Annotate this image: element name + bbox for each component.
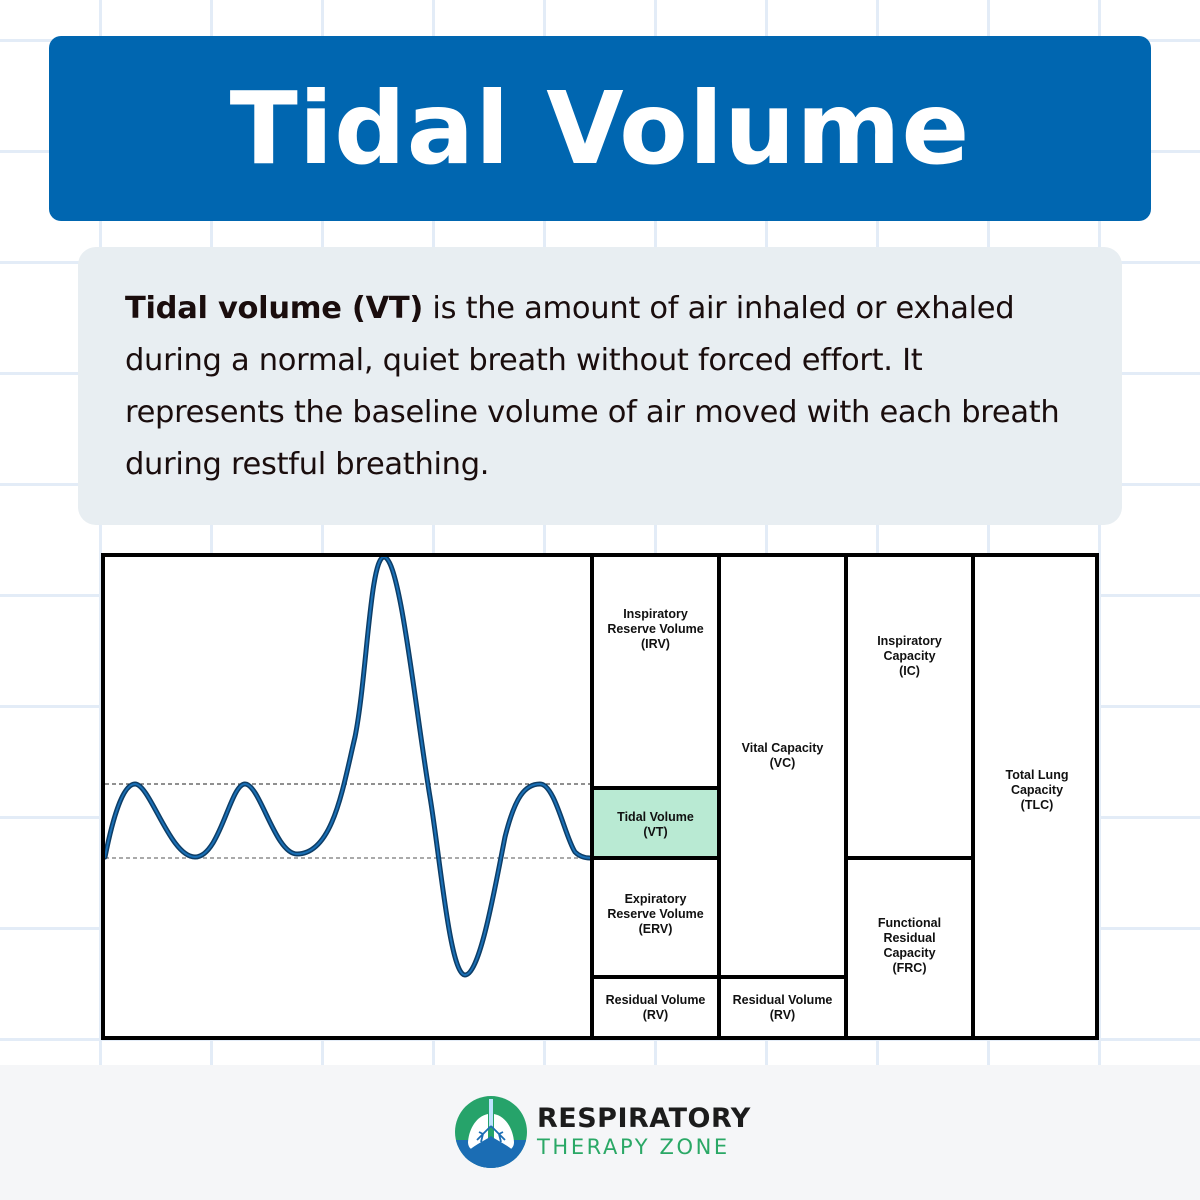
cell-rv-2: Residual Volume (RV)	[721, 975, 844, 1036]
brand-name-line1: RESPIRATORY	[537, 1103, 751, 1134]
frc-label-4: (FRC)	[892, 961, 927, 975]
cell-frc: Functional Residual Capacity (FRC)	[848, 856, 971, 1036]
rv2-label-2: (RV)	[769, 1007, 796, 1022]
definition-term: Tidal volume (VT)	[125, 291, 424, 326]
erv-label-1: Expiratory	[624, 892, 687, 906]
lungs-icon	[455, 1096, 527, 1168]
cell-vital-capacity: Vital Capacity (VC)	[721, 557, 844, 975]
erv-label-3: (ERV)	[638, 922, 673, 936]
tlc-label-1: Total Lung	[1005, 768, 1069, 782]
frc-label-1: Functional	[877, 916, 942, 930]
column-total-lung-capacity: Total Lung Capacity (TLC)	[971, 557, 1099, 1036]
irv-label-3: (IRV)	[641, 637, 670, 651]
page-title: Tidal Volume	[229, 70, 971, 187]
definition-body: is the amount of air inhaled or exhaled …	[125, 291, 1060, 482]
frc-label-2: Residual	[883, 931, 936, 945]
spirogram-wave	[105, 557, 590, 978]
brand-logo[interactable]: RESPIRATORY THERAPY ZONE	[455, 1096, 751, 1168]
cell-irv: Inspiratory Reserve Volume (IRV)	[594, 557, 717, 786]
ic-label-1: Inspiratory	[877, 634, 942, 648]
vc-label-2: (VC)	[769, 756, 796, 770]
rv1-label-2: (RV)	[642, 1007, 669, 1022]
irv-label-1: Inspiratory	[623, 607, 688, 621]
spirogram-wave-panel	[105, 557, 590, 1036]
column-vital-capacity: Vital Capacity (VC) Residual Volume (RV)	[717, 557, 844, 1036]
definition-box: Tidal volume (VT) is the amount of air i…	[78, 247, 1122, 525]
brand-name-line2: THERAPY ZONE	[537, 1135, 730, 1159]
vc-label-1: Vital Capacity	[741, 741, 824, 755]
cell-tidal-volume: Tidal Volume (VT)	[594, 786, 717, 860]
definition-text: Tidal volume (VT) is the amount of air i…	[125, 283, 1082, 491]
rv1-label-1: Residual Volume	[605, 992, 706, 1007]
cell-rv-1: Residual Volume (RV)	[594, 975, 717, 1036]
column-capacities: Inspiratory Capacity (IC) Functional Res…	[844, 557, 971, 1036]
erv-label-2: Reserve Volume	[607, 907, 704, 921]
column-volumes: Inspiratory Reserve Volume (IRV) Tidal V…	[590, 557, 717, 1036]
vt-label-2: (VT)	[643, 825, 668, 839]
cell-tlc: Total Lung Capacity (TLC)	[975, 557, 1099, 1036]
tlc-label-2: Capacity	[1010, 783, 1064, 797]
irv-label-2: Reserve Volume	[607, 622, 704, 636]
cell-erv: Expiratory Reserve Volume (ERV)	[594, 856, 717, 979]
title-banner: Tidal Volume	[49, 36, 1151, 221]
cell-inspiratory-capacity: Inspiratory Capacity (IC)	[848, 557, 971, 856]
ic-label-2: Capacity	[883, 649, 936, 663]
footer	[0, 1065, 1200, 1200]
rv2-label-1: Residual Volume	[732, 992, 833, 1007]
vt-label-1: Tidal Volume	[617, 810, 694, 824]
ic-label-3: (IC)	[899, 664, 920, 678]
frc-label-3: Capacity	[883, 946, 936, 960]
lung-volumes-diagram: Inspiratory Reserve Volume (IRV) Tidal V…	[101, 553, 1099, 1040]
tlc-label-3: (TLC)	[1020, 798, 1054, 812]
